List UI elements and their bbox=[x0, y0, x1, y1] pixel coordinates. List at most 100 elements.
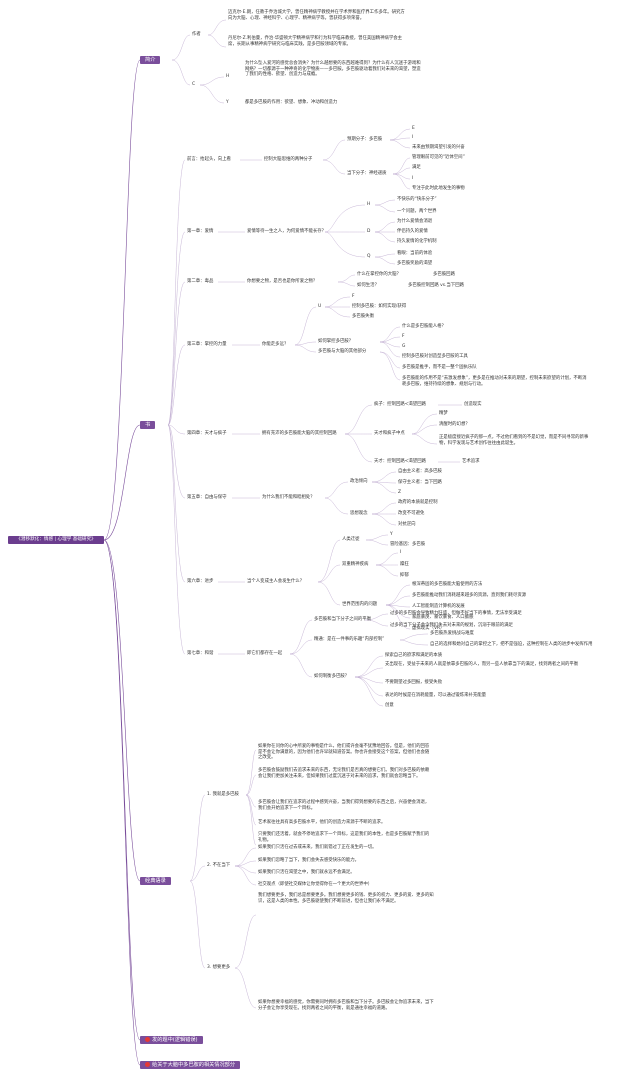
node-ch1-qlabel[interactable]: Q bbox=[367, 254, 371, 259]
node-quote-group-3[interactable]: 3. 想要更多 bbox=[207, 965, 231, 970]
node-preface-a[interactable]: 预期分子：多巴胺 bbox=[347, 137, 383, 142]
node-ch1-d2[interactable]: 伴侣持久的爱情 bbox=[397, 229, 428, 234]
node-ch1-h[interactable]: H bbox=[367, 202, 371, 207]
node-ch4-b[interactable]: 天才和疯子中点 bbox=[374, 431, 405, 436]
node-preface-a3[interactable]: 未来由预期渴望引发的兴奋 bbox=[412, 145, 465, 150]
node-ch5-p3[interactable]: Z bbox=[398, 490, 402, 495]
node-ch6-b[interactable]: 双重精神疾病 bbox=[342, 562, 369, 567]
node-ch3-w[interactable]: 多巴胺与大脑的其他部分 bbox=[318, 349, 367, 354]
node-ch7-a[interactable]: 多巴胺和当下分子之间的平衡 bbox=[314, 617, 372, 622]
branch-dopamine-related[interactable]: 给关于大脑中多巴胺的相关情况部分 bbox=[140, 1061, 241, 1069]
node-ch3-m[interactable]: 如何掌控多巴胺？ bbox=[318, 339, 354, 344]
node-ch3-m1[interactable]: 什么是多巴胺能人格？ bbox=[402, 324, 446, 329]
node-preface-b1[interactable]: 管理眼前可见的“近体空间” bbox=[412, 155, 465, 160]
node-preface-sub[interactable]: 控制大脑思维的两种分子 bbox=[264, 157, 313, 162]
node-quote-2-p3[interactable]: 如果我们只活在渴望之中，我们就永远不会满足。 bbox=[258, 870, 355, 875]
node-ch3-m4[interactable]: 控制多巴胺对创造型多巴胺的工具 bbox=[402, 354, 468, 359]
node-ch5-p2[interactable]: 保守主义者：当下回路 bbox=[398, 480, 442, 485]
node-intro-y[interactable]: Y bbox=[226, 100, 229, 105]
node-ch6-b2[interactable]: 躁狂 bbox=[400, 562, 409, 567]
branch-logic-errors[interactable]: 发的题中(逻辑错误) bbox=[140, 1036, 203, 1044]
node-quote-3-p1[interactable]: 我们想要更多，我们总是想要更多。我们想要更多的钱、更多的权力、更多的爱、更多的知… bbox=[258, 893, 434, 904]
node-ch1-d1[interactable]: 为什么爱情会消退 bbox=[397, 219, 433, 224]
node-ch1-d3[interactable]: 持久爱情的化学机制 bbox=[397, 239, 437, 244]
node-intro-h[interactable]: H bbox=[226, 74, 230, 79]
node-ch6-c3[interactable]: 人工智能制造计算机的发展 bbox=[412, 604, 465, 609]
node-preface-b3[interactable]: I bbox=[412, 176, 414, 181]
node-intro-h-text[interactable]: 为什么坠入爱河的感觉总会消失？为什么越想要的东西越难得到？为什么有人沉迷于游戏和… bbox=[245, 61, 421, 78]
node-ch4-ar[interactable]: 创造现实 bbox=[464, 402, 482, 407]
node-ch7-a1[interactable]: 过多的多巴胺会导致精力旺盛，但做不好当下的事情，无法享受满足 bbox=[390, 611, 522, 616]
node-ch3-q[interactable]: 你能走多远？ bbox=[262, 342, 289, 347]
node-preface-a2[interactable]: I bbox=[412, 135, 414, 140]
node-quote-2-p1[interactable]: 如果我们只活在过去或未来，我们就错过了正在发生的一切。 bbox=[258, 845, 377, 850]
node-quote-1-p4[interactable]: 艺术家往往具有高多巴胺水平，他们的创造力来源于不断的追求。 bbox=[258, 820, 386, 825]
node-ch4-a[interactable]: 疯子：控制回路<渴望回路 bbox=[374, 402, 426, 407]
node-ch5-q[interactable]: 为什么我们不能和睦相处？ bbox=[262, 495, 315, 500]
node-ch6-c[interactable]: 世界范围内的问题 bbox=[342, 602, 378, 607]
node-ch3-w2[interactable]: 多巴胺能的作用不是“去激发想象”，更多是在推动对未来的期望，控制未来欲望的计划，… bbox=[402, 376, 587, 387]
node-ch7-b2[interactable]: 自己的选择和她对自己的掌控之下，把不是强迫，这种控制在人类的进步中发挥作用 bbox=[430, 642, 593, 647]
node-ch3-u1[interactable]: F bbox=[352, 294, 355, 299]
node-quote-2-p2[interactable]: 如果我们忽略了当下，我们会失去感受快乐的能力。 bbox=[258, 858, 359, 863]
node-ch2-i1[interactable]: 什么在掌控你的大脑？ bbox=[357, 272, 401, 277]
node-ch6-c4[interactable]: 家庭暴戾、暴饮暴食、人口膨胀 bbox=[412, 615, 474, 620]
node-ch7-b[interactable]: 精通：是在一件事的乐趣“内部控制” bbox=[314, 637, 385, 642]
node-ch6-a1[interactable]: Y bbox=[390, 532, 393, 537]
node-ch4-c[interactable]: 天才：控制回路<渴望回路 bbox=[374, 459, 426, 464]
node-quote-3-p2[interactable]: 如果你想要幸福的感觉，你需要同时拥有多巴胺和当下分子。多巴胺会让你追求未来，当下… bbox=[258, 1000, 434, 1011]
node-quote-1-p2[interactable]: 多巴胺会鼓励我们去追求未来的东西，无论我们是否真的想要它们。我们对多巴胺的依赖会… bbox=[258, 768, 430, 779]
node-ch5-p1[interactable]: 自由主义者：高多巴胺 bbox=[398, 469, 442, 474]
node-ch6-a2[interactable]: 冒险基因：多巴胺 bbox=[390, 542, 426, 547]
node-quote-group-1[interactable]: 1. 我就是多巴胺 bbox=[207, 792, 239, 797]
node-author-label[interactable]: 作者 bbox=[192, 32, 201, 37]
node-ch2-i1r[interactable]: 多巴胺回路 bbox=[433, 272, 455, 277]
node-author-bio-2[interactable]: 丹尼尔·Z.利伯曼，乔治·华盛顿大学精神病学和行为科学临床教授，曾任美国精神病学… bbox=[228, 36, 403, 47]
node-ch2-i2[interactable]: 如何生活？ bbox=[357, 283, 379, 288]
node-ch3-m2[interactable]: F bbox=[402, 334, 405, 339]
node-ch7-c[interactable]: 如何制衡多巴胺？ bbox=[314, 674, 350, 679]
node-ch6-c5[interactable]: 虚拟现实（VR） bbox=[412, 626, 445, 631]
node-ch5-d1[interactable]: 政府的本质就是控制 bbox=[398, 500, 438, 505]
node-ch6-a[interactable]: 人类迁徙 bbox=[342, 537, 360, 542]
node-ch2-q[interactable]: 你想要之物，是否也是你所爱之物？ bbox=[247, 279, 318, 284]
node-ch1-h2[interactable]: 一个问题，两个世界 bbox=[397, 209, 437, 214]
node-preface[interactable]: 前言：抬起头，向上看 bbox=[187, 157, 231, 162]
node-ch5-d3[interactable]: 对抗逆向 bbox=[398, 522, 416, 527]
node-quote-1-p5[interactable]: 只要我们还活着，就会不停地追求下一个目标，这是我们的本性，也是多巴胺赋予我们的礼… bbox=[258, 832, 430, 843]
node-preface-b4[interactable]: 专注于此时此地发生的事物 bbox=[412, 186, 465, 191]
node-author-bio-1[interactable]: 迈克尔·E.朗，任教于乔治城大学，曾任精神病学教授并在学术界和医疗界工作多年。研… bbox=[228, 10, 405, 21]
node-ch3-w1[interactable]: 多巴胺是推手，而不是一整个固执乐队 bbox=[402, 365, 477, 370]
node-ch4-b1[interactable]: 精梦 bbox=[439, 411, 448, 416]
node-ch7-c3[interactable]: 不要期望过多回报，接受失败 bbox=[385, 680, 443, 685]
node-quote-1-p3[interactable]: 多巴胺会让我们在追求的过程中感到兴奋，当我们得到想要的东西之后，兴奋便会消退，我… bbox=[258, 800, 430, 811]
root-node[interactable]: 《潜移默化：情感 | 心理学 基础研究》 bbox=[8, 536, 104, 544]
node-ch3-u2[interactable]: 控制多巴胺：如何实现/获得 bbox=[352, 304, 407, 309]
node-ch6-b3[interactable]: 抑郁 bbox=[400, 573, 409, 578]
node-ch2-i2r[interactable]: 多巴胺控制回路 vs.当下回路 bbox=[408, 283, 464, 288]
node-ch7-q[interactable]: 即它们都存在一起 bbox=[247, 651, 283, 656]
node-ch2[interactable]: 第二章：毒品 bbox=[187, 279, 214, 284]
branch-intro[interactable]: 简介 bbox=[140, 56, 161, 64]
node-ch7-c4[interactable]: 表达的时候是在消耗能量，可以通过锻炼来补充能量 bbox=[385, 693, 486, 698]
node-ch6[interactable]: 第六章：进步 bbox=[187, 579, 214, 584]
branch-quotes[interactable]: 经典语录 bbox=[140, 877, 171, 885]
node-ch5-p[interactable]: 政治倾向 bbox=[350, 479, 368, 484]
node-ch7-c5[interactable]: 创意 bbox=[385, 703, 394, 708]
node-ch5-d2[interactable]: 改变不可避免 bbox=[398, 511, 425, 516]
node-ch3-u[interactable]: U bbox=[318, 304, 322, 309]
node-intro-y-text[interactable]: 都是多巴胺的作用：欲望、想象、冲动和创造力 bbox=[245, 100, 338, 105]
node-ch7-b1[interactable]: 多巴胺热爱挑战与难度 bbox=[430, 631, 474, 636]
node-quote-2-p4[interactable]: 社交观点（即使社交媒体让你觉得你在一个更大的世界中） bbox=[258, 882, 373, 887]
node-intro-c[interactable]: C bbox=[192, 82, 196, 87]
node-ch4-b3[interactable]: 正是极度接近疯子的那一点，不过他们看到的不是幻觉，而是不同寻常的新事物，科学发现… bbox=[439, 435, 589, 446]
node-ch6-c1[interactable]: 根深蒂固的多巴胺能大脑使用的方法 bbox=[412, 582, 483, 587]
node-ch3-m3[interactable]: G bbox=[402, 344, 406, 349]
node-ch4[interactable]: 第四章：天才与疯子 bbox=[187, 431, 227, 436]
node-ch3[interactable]: 第三章：掌控的力量 bbox=[187, 342, 227, 347]
branch-book[interactable]: 书 bbox=[140, 421, 156, 429]
node-ch7-c1[interactable]: 探索自己的欲求和满足的本质 bbox=[385, 653, 443, 658]
node-ch6-q[interactable]: 当个人变成主人会发生什么？ bbox=[247, 579, 305, 584]
node-ch4-q[interactable]: 拥有充沛的多巴胺能大脑的其控制回路 bbox=[262, 431, 337, 436]
node-ch7-c2[interactable]: 支出现在，受益于未来的人就是依靠多巴胺的人，而另一些人依靠当下的满足，找到两者之… bbox=[385, 662, 579, 667]
